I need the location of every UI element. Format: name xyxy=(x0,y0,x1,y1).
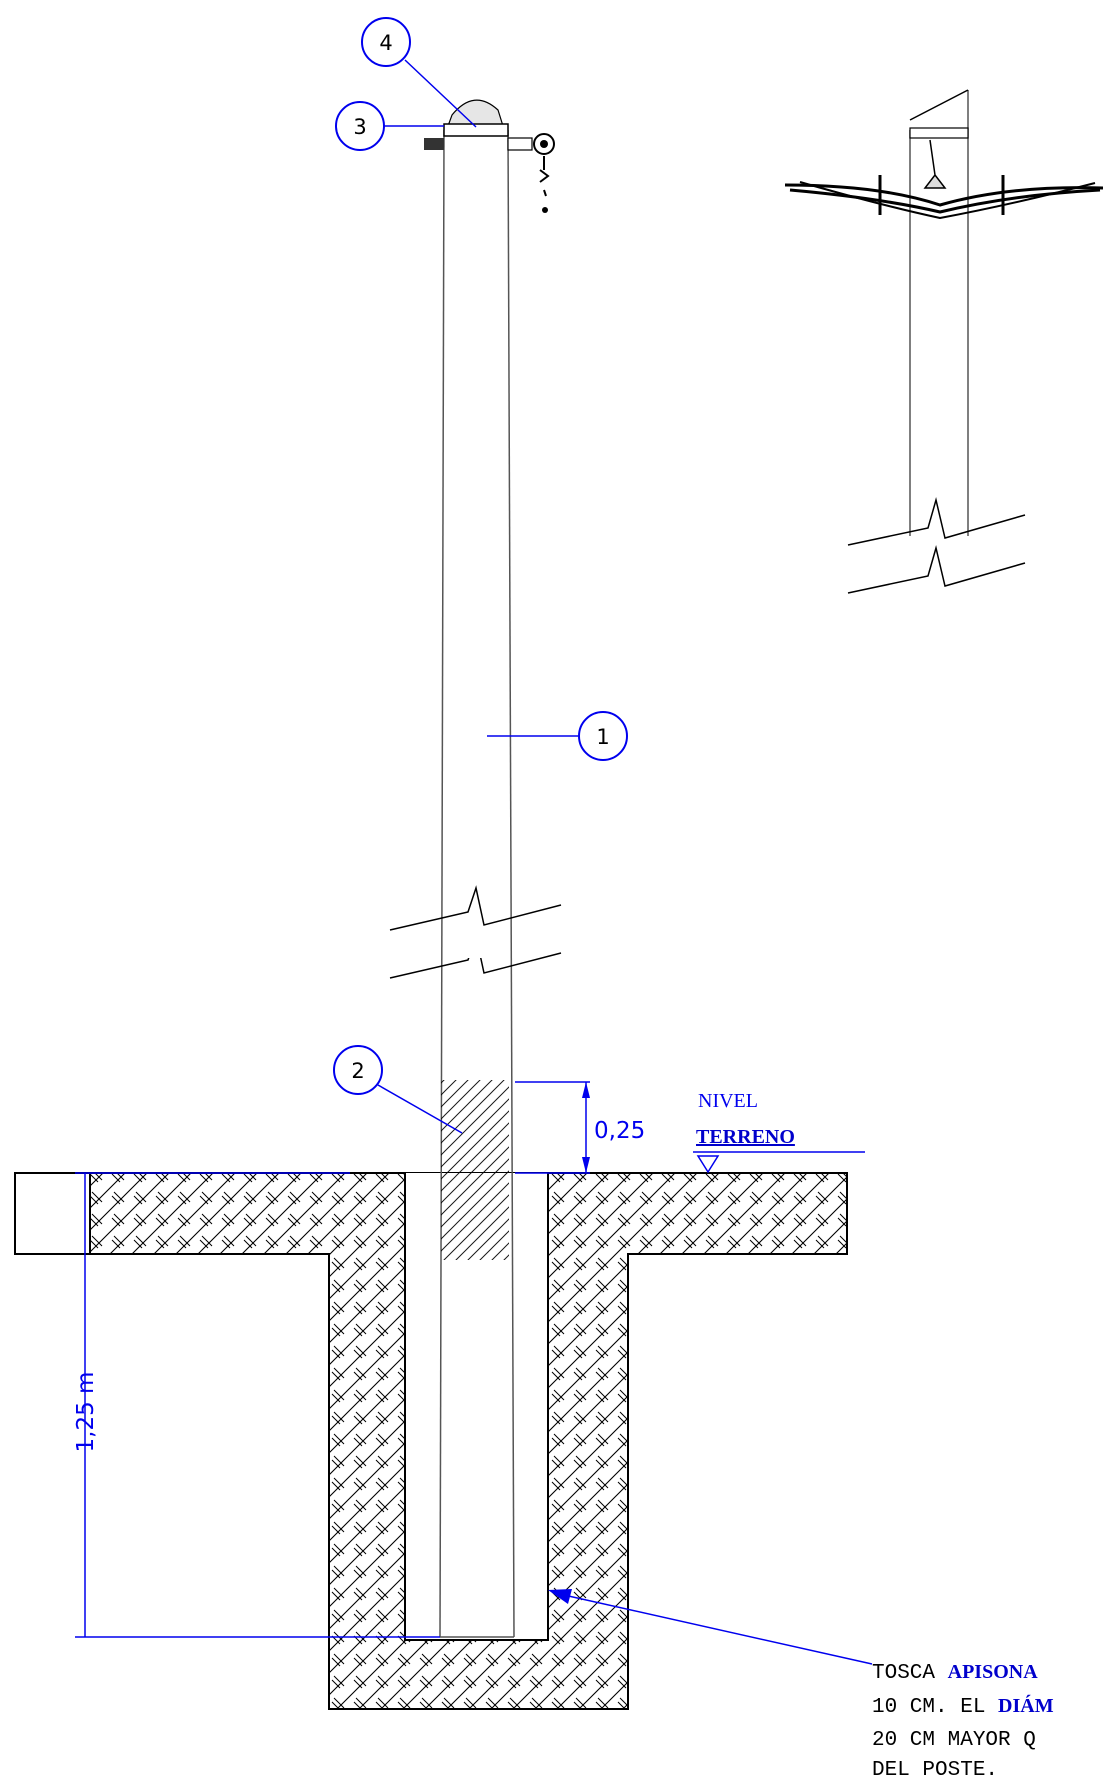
note-line-3: 20 CM MAYOR Q xyxy=(872,1729,1036,1752)
pole-cap xyxy=(447,99,504,127)
svg-text:2: 2 xyxy=(351,1059,364,1083)
note-line-2: 10 CM. EL DIÁM xyxy=(872,1694,1054,1719)
fill-note: TOSCA APISONA 10 CM. EL DIÁM 20 CM MAYOR… xyxy=(548,1589,1054,1778)
svg-text:4: 4 xyxy=(379,31,392,55)
note-line-1: TOSCA APISONA xyxy=(872,1661,1038,1685)
secondary-pole xyxy=(784,89,1103,594)
svg-text:1,25 m: 1,25 m xyxy=(73,1372,99,1453)
note-line-4: DEL POSTE. xyxy=(872,1759,998,1778)
bolt-left xyxy=(424,138,444,150)
callout-3: 3 xyxy=(335,101,444,151)
clamp-band xyxy=(443,123,509,137)
svg-text:0,25: 0,25 xyxy=(594,1118,645,1144)
callout-4: 4 xyxy=(361,17,477,128)
ground-level-marker: NIVEL TERRENO xyxy=(693,1090,865,1174)
svg-text:3: 3 xyxy=(353,115,366,139)
break-mark-upper xyxy=(389,885,562,931)
suspension-clamp xyxy=(923,139,947,189)
callout-2: 2 xyxy=(333,1045,463,1134)
svg-text:TERRENO: TERRENO xyxy=(696,1126,795,1148)
excavation-hatch xyxy=(14,1172,848,1710)
callout-1: 1 xyxy=(487,711,628,761)
main-pole xyxy=(389,99,562,1638)
hook-chain xyxy=(539,156,550,197)
embedded-section xyxy=(441,1080,509,1260)
dimension-above-ground: 0,25 xyxy=(515,1081,645,1174)
dimension-embed-depth: 1,25 m xyxy=(73,1172,440,1638)
cable-bundle xyxy=(784,183,1103,207)
svg-text:1: 1 xyxy=(596,725,609,749)
svg-text:NIVEL: NIVEL xyxy=(698,1090,758,1112)
